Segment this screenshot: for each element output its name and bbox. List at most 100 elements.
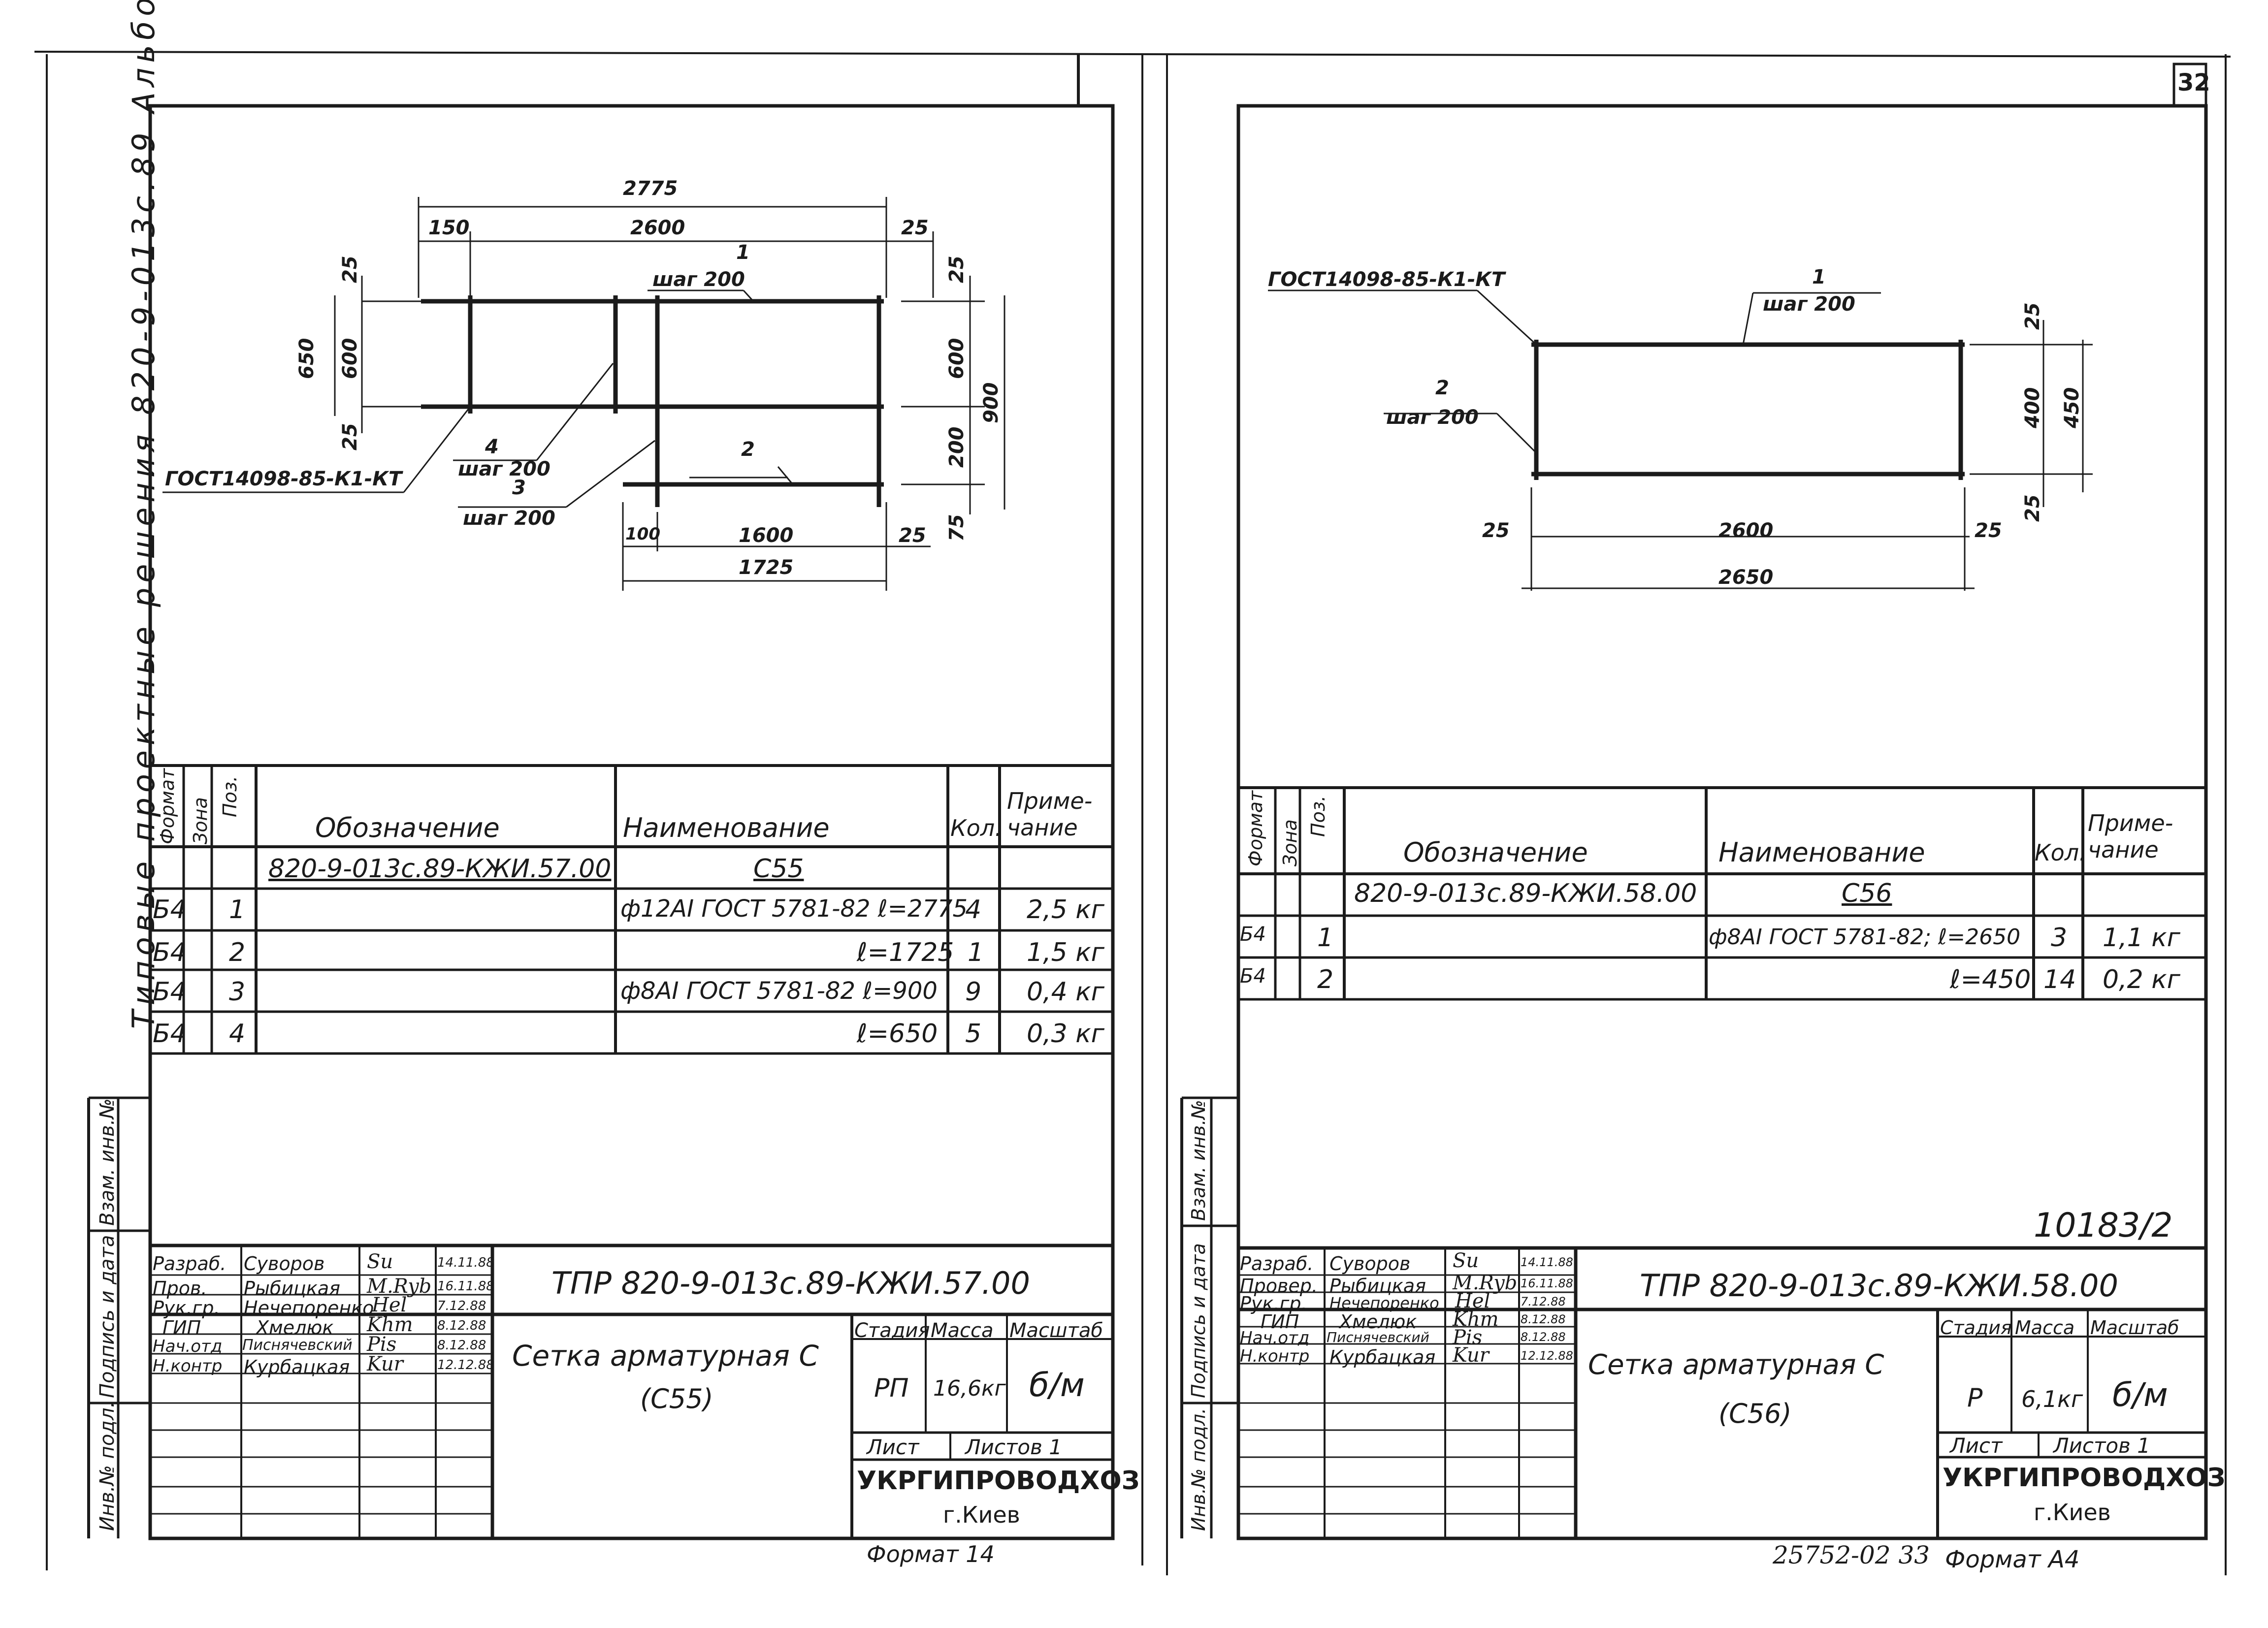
spec-header-designation: Обозначение — [315, 812, 500, 843]
tb-name-5: Писнячевский — [242, 1337, 353, 1354]
r-dim-main: 2600 — [1718, 519, 1774, 542]
tb-name-4: Хмелюк — [256, 1317, 334, 1339]
r-pos2-label: 2 — [1435, 377, 1449, 399]
spec-row4-name: ℓ=650 — [857, 1019, 938, 1049]
dim-right-total: 900 — [980, 382, 1003, 424]
gost-label-left: ГОСТ14098-85-К1-КТ — [165, 468, 402, 490]
r-tb-stage-header: Стадия — [1940, 1317, 2012, 1339]
dim-bottom-mid: 1600 — [739, 524, 794, 547]
spec-row3-pos: 3 — [229, 977, 246, 1007]
tb-date-2: 16.11.88 — [437, 1279, 494, 1294]
r-spec-designation: 820-9-013с.89-КЖИ.58.00 — [1354, 879, 1697, 908]
dim-bottom-right: 25 — [899, 524, 926, 547]
r-tb-date-2: 16.11.88 — [1521, 1277, 1573, 1290]
dim-right-h3: 200 — [945, 426, 968, 468]
r-spec-row2-name: ℓ=450 — [1950, 965, 2031, 994]
page-number: 32 — [2177, 69, 2210, 96]
dim-right-offset: 25 — [901, 217, 929, 239]
tb-sign-5: Pis — [367, 1333, 397, 1356]
stamp-signature-date-right: Подпись и дата — [1188, 1243, 1209, 1398]
r-spec-header-zone: Зона — [1279, 819, 1301, 866]
r-dim-h-bot: 25 — [2021, 494, 2044, 522]
r-tb-date-3: 7.12.88 — [1521, 1295, 1566, 1309]
tb-date-4: 8.12.88 — [437, 1318, 486, 1333]
r-tb-sign-6: Kur — [1453, 1344, 1489, 1367]
r-tb-mass: 6,1кг — [2021, 1386, 2083, 1412]
tb-date-1: 14.11.88 — [437, 1255, 494, 1270]
spec-row1-pos: 1 — [229, 895, 246, 925]
tb-city: г.Киев — [943, 1501, 1020, 1528]
pos4-step: шаг 200 — [458, 458, 551, 480]
r-tb-name-5: Писнячевский — [1327, 1329, 1429, 1345]
pos3-label: 3 — [512, 477, 526, 499]
spec-row2-name: ℓ=1725 — [857, 938, 954, 967]
r-dim-left-offset: 25 — [1482, 519, 1510, 542]
r-tb-sheets-header: Листов 1 — [2053, 1434, 2150, 1458]
spec-mesh-name: С55 — [753, 854, 804, 884]
spec-row2-note: 1,5 кг — [1027, 938, 1104, 967]
r-tb-name-4: Хмелюк — [1339, 1311, 1417, 1333]
dim-right-h2: 600 — [945, 338, 968, 380]
pos4-label: 4 — [485, 436, 499, 458]
spec-row1-name: ф12АI ГОСТ 5781-82 ℓ=2775 — [620, 895, 968, 923]
spec-row4-qty: 5 — [965, 1019, 982, 1049]
r-tb-name-3: Нечепоренко — [1329, 1294, 1439, 1312]
inventory-number: 10183/2 — [2034, 1206, 2173, 1245]
tb-format: Формат 14 — [867, 1541, 995, 1567]
tb-title-line1: Сетка арматурная С — [512, 1339, 819, 1373]
pos2-label: 2 — [741, 438, 755, 461]
spec-row3-note: 0,4 кг — [1027, 977, 1104, 1007]
spec-row4-format: Б4 — [153, 1019, 187, 1049]
r-pos1-step: шаг 200 — [1763, 293, 1855, 316]
spec-row4-note: 0,3 кг — [1027, 1019, 1104, 1049]
r-tb-sign-1: Su — [1453, 1249, 1479, 1272]
r-tb-title-line2: (С56) — [1718, 1398, 1792, 1429]
tb-role-2: Пров. — [153, 1277, 207, 1299]
r-spec-header-pos: Поз. — [1307, 795, 1329, 837]
tb-name-1: Суворов — [244, 1253, 325, 1275]
spec-header-format: Формат — [157, 768, 178, 844]
stamp-inv-original-left: Инв.№ подл. — [96, 1401, 119, 1531]
dim-main-top: 2600 — [630, 217, 685, 239]
spec-row1-format: Б4 — [153, 895, 187, 925]
tb-role-6: Н.контр — [153, 1356, 223, 1376]
r-spec-row2-note: 0,2 кг — [2103, 965, 2180, 994]
stamp-replaces-inv-left: Взам. инв.№ — [96, 1098, 119, 1226]
spec-header-zone: Зона — [190, 797, 211, 844]
dim-bottom-left: 100 — [625, 524, 660, 544]
dim-left-offset: 150 — [428, 217, 470, 239]
stamp-replaces-inv-right: Взам. инв.№ — [1188, 1100, 1209, 1221]
r-spec-row2-qty: 14 — [2043, 965, 2076, 994]
spec-header-name: Наименование — [623, 812, 830, 843]
stamp-inv-original-right: Инв.№ подл. — [1188, 1407, 1209, 1531]
tb-role-4: ГИП — [162, 1317, 201, 1339]
r-spec-row2-pos: 2 — [1317, 965, 1334, 994]
r-tb-stage: Р — [1967, 1383, 1983, 1413]
r-tb-role-3: Рук.гр. — [1240, 1293, 1307, 1314]
r-pos2-step: шаг 200 — [1386, 406, 1479, 429]
dim-total-top: 2775 — [623, 177, 678, 200]
r-tb-role-6: Н.контр — [1240, 1346, 1310, 1366]
r-tb-date-1: 14.11.88 — [1521, 1255, 1573, 1269]
tb-role-3: Рук.гр. — [153, 1297, 220, 1319]
r-dim-h-top: 25 — [2021, 302, 2044, 330]
pos3-step: шаг 200 — [463, 507, 555, 530]
tb-date-5: 8.12.88 — [437, 1338, 486, 1353]
r-tb-format: Формат А4 — [1945, 1546, 2080, 1573]
r-tb-date-6: 12.12.88 — [1521, 1349, 1573, 1363]
spec-header-qty: Кол. — [950, 815, 1002, 841]
r-tb-name-1: Суворов — [1329, 1253, 1411, 1275]
r-spec-mesh-name: С56 — [1842, 879, 1892, 908]
tb-sign-4: Khm — [367, 1313, 413, 1336]
tb-stage: РП — [874, 1373, 909, 1403]
r-spec-header-designation: Обозначение — [1403, 837, 1588, 868]
r-tb-sign-5: Pis — [1453, 1326, 1483, 1349]
dim-bottom-total: 1725 — [739, 556, 794, 579]
spec-row4-pos: 4 — [229, 1019, 246, 1049]
dim-left-h2: 600 — [339, 338, 361, 380]
spec-header-note: Приме-чание — [1007, 788, 1093, 841]
r-dim-total: 2650 — [1718, 566, 1774, 589]
r-spec-row1-qty: 3 — [2051, 923, 2068, 953]
tb-date-6: 12.12.88 — [437, 1358, 494, 1373]
